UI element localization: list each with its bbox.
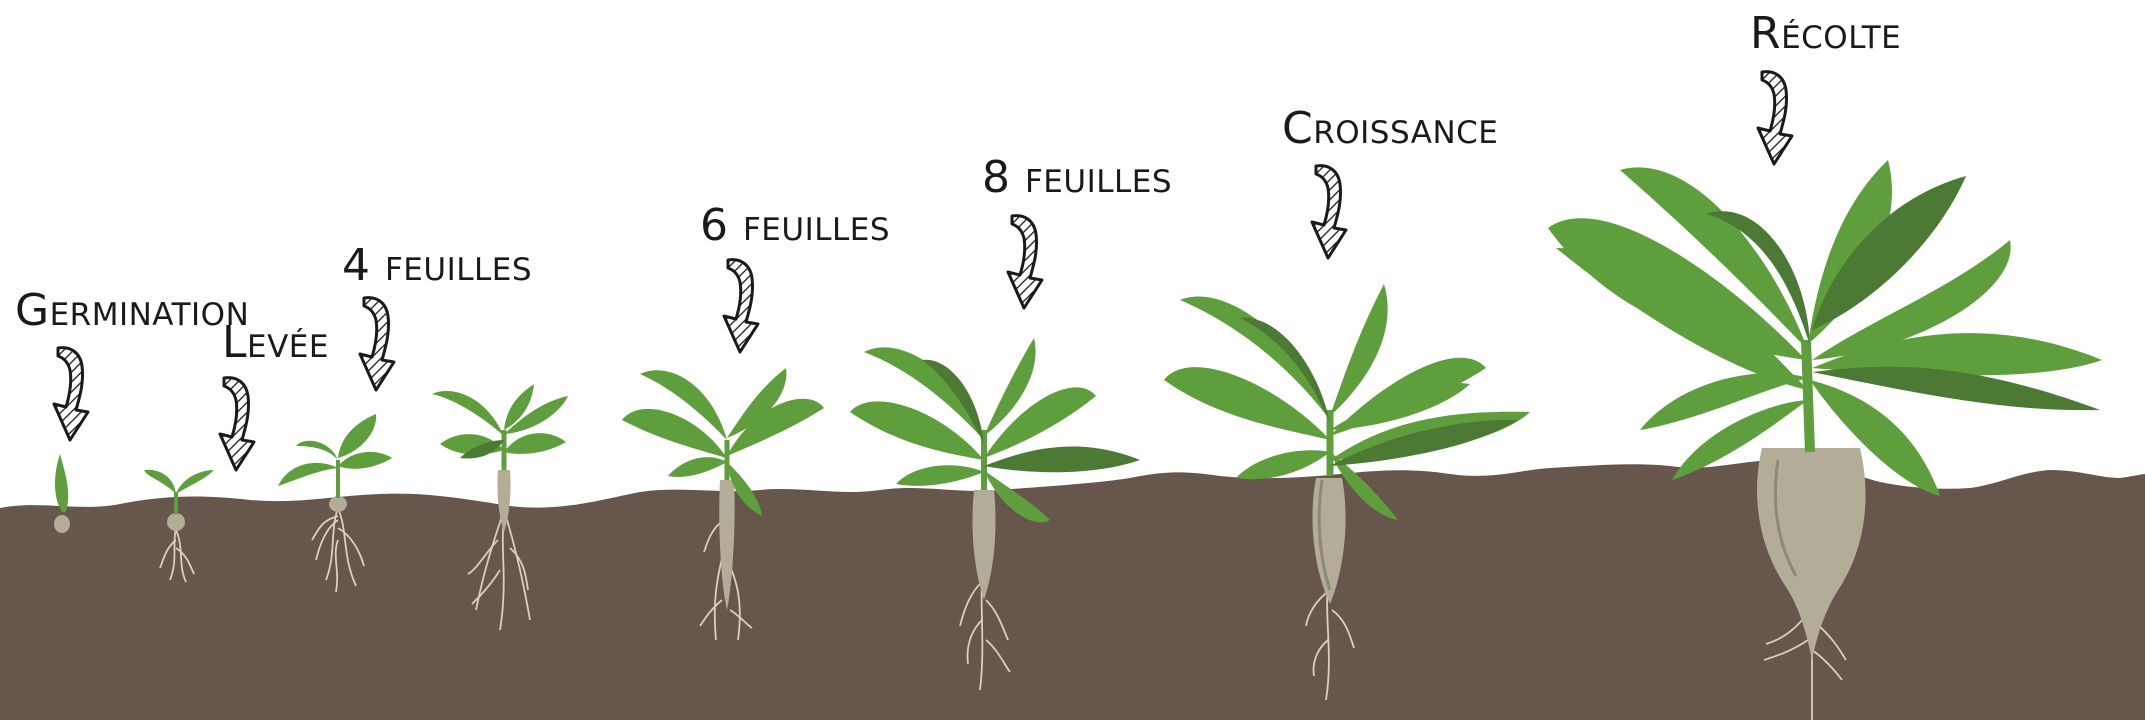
- stage-label-germination: Germination: [15, 285, 249, 336]
- arrow-recolte: [1758, 72, 1792, 164]
- arrow-8-feuilles: [1008, 216, 1042, 308]
- stage-label-levee: Levée: [222, 317, 329, 368]
- stage-label-4-feuilles: 4 feuilles: [342, 240, 532, 291]
- stage-label-8-feuilles: 8 feuilles: [982, 152, 1172, 203]
- arrow-6-feuilles: [724, 260, 758, 352]
- arrow-germination: [54, 348, 88, 440]
- stage-label-6-feuilles: 6 feuilles: [700, 200, 890, 251]
- stage-label-recolte: Récolte: [1750, 8, 1901, 59]
- stage-label-croissance: Croissance: [1282, 103, 1498, 154]
- arrow-croissance: [1312, 166, 1346, 258]
- arrow-4-feuilles: [360, 298, 394, 390]
- plant-germination: [54, 454, 70, 533]
- arrow-levee: [220, 378, 254, 470]
